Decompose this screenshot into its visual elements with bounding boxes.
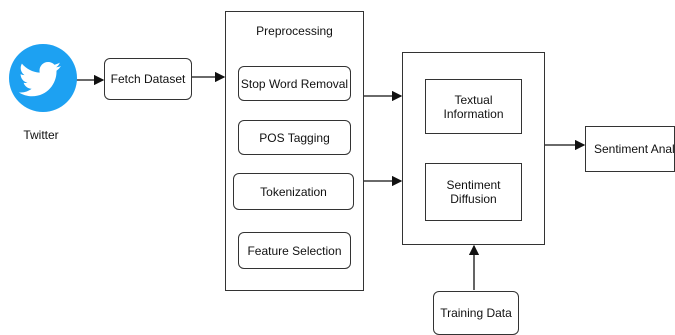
step-tokenization: Tokenization <box>233 173 354 210</box>
twitter-bird-icon <box>9 44 77 112</box>
fetch-dataset-box: Fetch Dataset <box>104 58 192 100</box>
preprocessing-container <box>225 11 364 291</box>
step-feature-selection: Feature Selection <box>238 232 351 269</box>
textual-information-box: Textual Information <box>425 79 522 134</box>
step-pos-tagging: POS Tagging <box>238 120 351 155</box>
step-stop-word-removal: Stop Word Removal <box>238 66 351 101</box>
model-container <box>402 52 545 245</box>
twitter-label: Twitter <box>23 128 59 142</box>
training-data-box: Training Data <box>433 291 519 335</box>
twitter-node: Twitter <box>5 44 77 144</box>
preprocessing-title: Preprocessing <box>256 24 333 38</box>
sentiment-analysis-box: Sentiment Analysis <box>585 126 675 172</box>
sentiment-diffusion-box: Sentiment Diffusion <box>425 163 522 221</box>
